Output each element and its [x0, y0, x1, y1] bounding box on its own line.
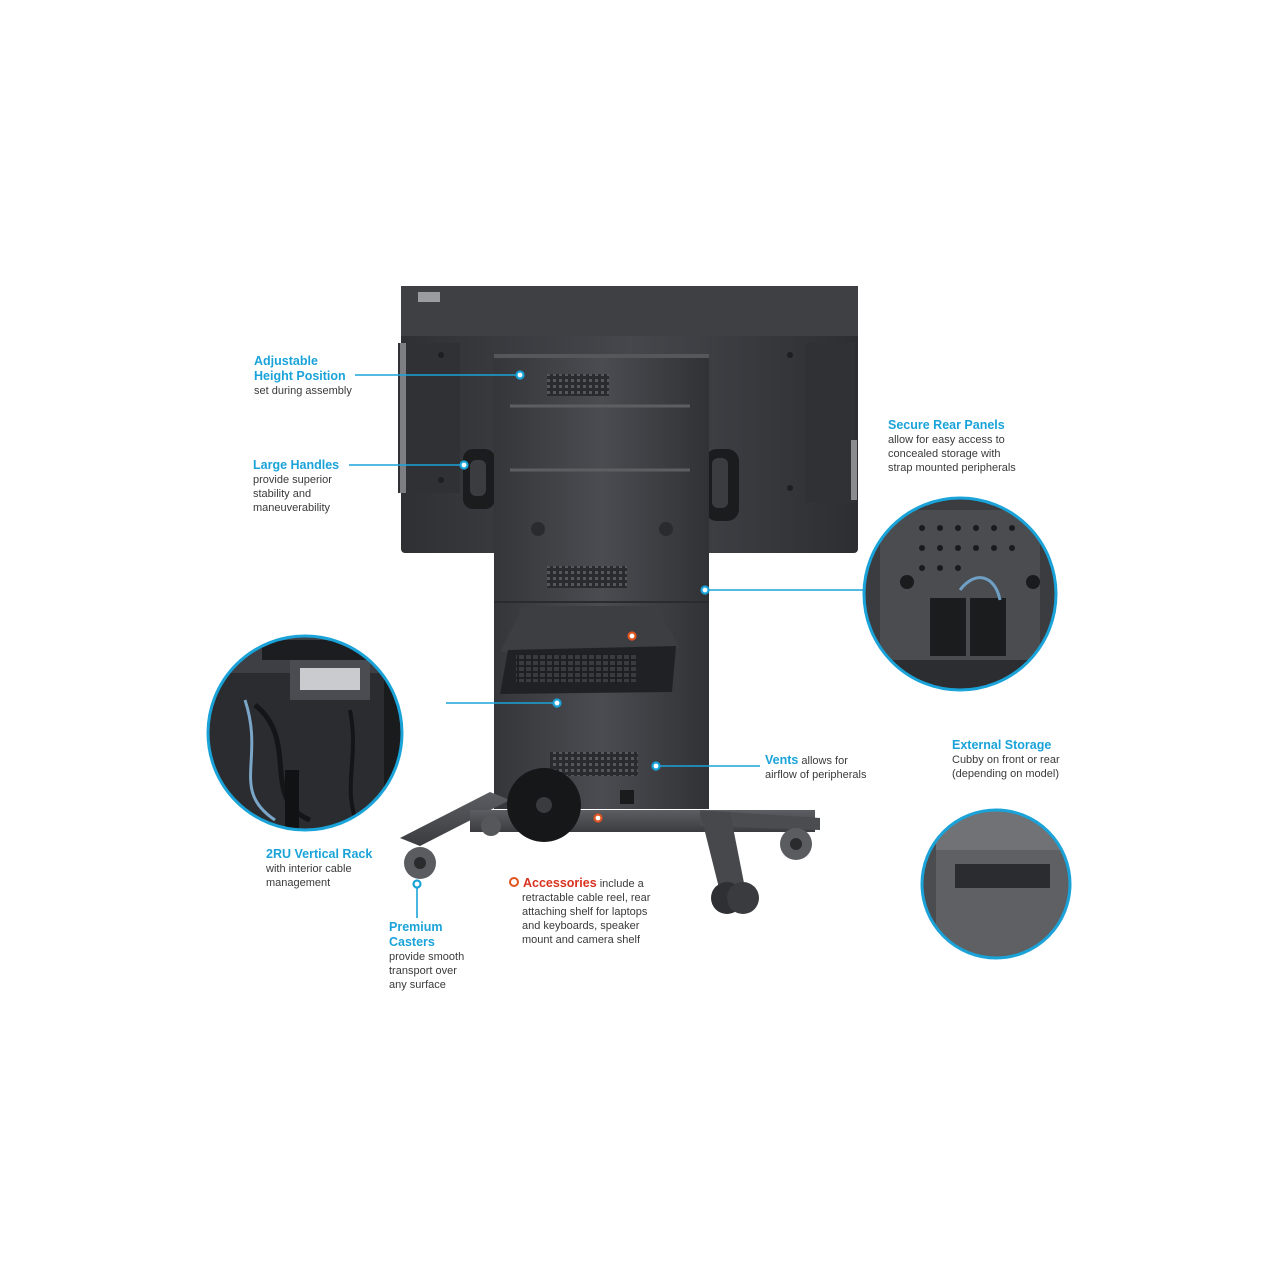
leader-lines: [349, 374, 864, 918]
inset-rear-panel-photo: [862, 496, 1058, 692]
callout-desc: (depending on model): [952, 768, 1060, 780]
callout-desc: strap mounted peripherals: [888, 462, 1016, 474]
callout-vents: Vents allows for airflow of peripherals: [765, 753, 867, 782]
cart-base: [400, 768, 820, 914]
callout-title: Adjustable: [254, 354, 318, 368]
callout-desc: airflow of peripherals: [765, 769, 867, 781]
callout-title: Premium: [389, 920, 443, 934]
callout-desc: management: [266, 877, 331, 889]
callout-desc: any surface: [389, 979, 446, 991]
callout-desc: provide smooth: [389, 951, 465, 963]
callout-desc: provide superior: [253, 474, 332, 486]
callout-dot-icon: [412, 370, 710, 889]
callout-large-handles: Large Handles provide superior stability…: [253, 458, 339, 515]
callout-title: Large Handles: [253, 458, 340, 472]
callout-title: Vents: [765, 753, 799, 767]
callout-desc: mount and camera shelf: [522, 934, 641, 946]
cart-column: [494, 354, 709, 809]
callout-title: 2RU Vertical Rack: [266, 847, 373, 861]
callout-desc: and keyboards, speaker: [522, 920, 640, 932]
callout-external-storage: External Storage Cubby on front or rear …: [952, 738, 1060, 781]
callout-2ru-vertical-rack: 2RU Vertical Rack with interior cable ma…: [266, 847, 372, 890]
inset-storage-photo: [920, 808, 1072, 960]
callout-premium-casters: Premium Casters provide smooth transport…: [389, 920, 464, 992]
callout-desc: stability and: [253, 488, 312, 500]
callout-title: External Storage: [952, 738, 1052, 752]
callout-desc: retractable cable reel, rear: [522, 892, 651, 904]
keyboard-shelf: [500, 606, 680, 694]
callout-desc: maneuverability: [253, 502, 331, 514]
callout-title: Height Position: [254, 369, 346, 383]
callout-title: Secure Rear Panels: [888, 418, 1005, 432]
callout-adjustable-height: Adjustable Height Position set during as…: [254, 354, 352, 398]
callout-desc: transport over: [389, 965, 457, 977]
callout-title: Accessories: [523, 876, 597, 890]
callout-desc: with interior cable: [266, 863, 352, 875]
callout-title: Casters: [389, 935, 435, 949]
callout-desc: allows for: [801, 755, 848, 767]
callout-desc: include a: [599, 878, 644, 890]
callout-desc: concealed storage with: [888, 448, 1001, 460]
accessory-ring-icon: [509, 877, 519, 887]
callout-desc: set during assembly: [254, 385, 352, 397]
accessory-ring-icon: [593, 631, 637, 823]
callout-accessories: Accessories include a retractable cable …: [509, 876, 650, 947]
callout-desc: attaching shelf for laptops: [522, 906, 648, 918]
callout-secure-rear-panels: Secure Rear Panels allow for easy access…: [888, 418, 1016, 475]
callout-desc: Cubby on front or rear: [952, 754, 1060, 766]
inset-rack-photo: [206, 634, 404, 832]
callout-desc: allow for easy access to: [888, 434, 1005, 446]
